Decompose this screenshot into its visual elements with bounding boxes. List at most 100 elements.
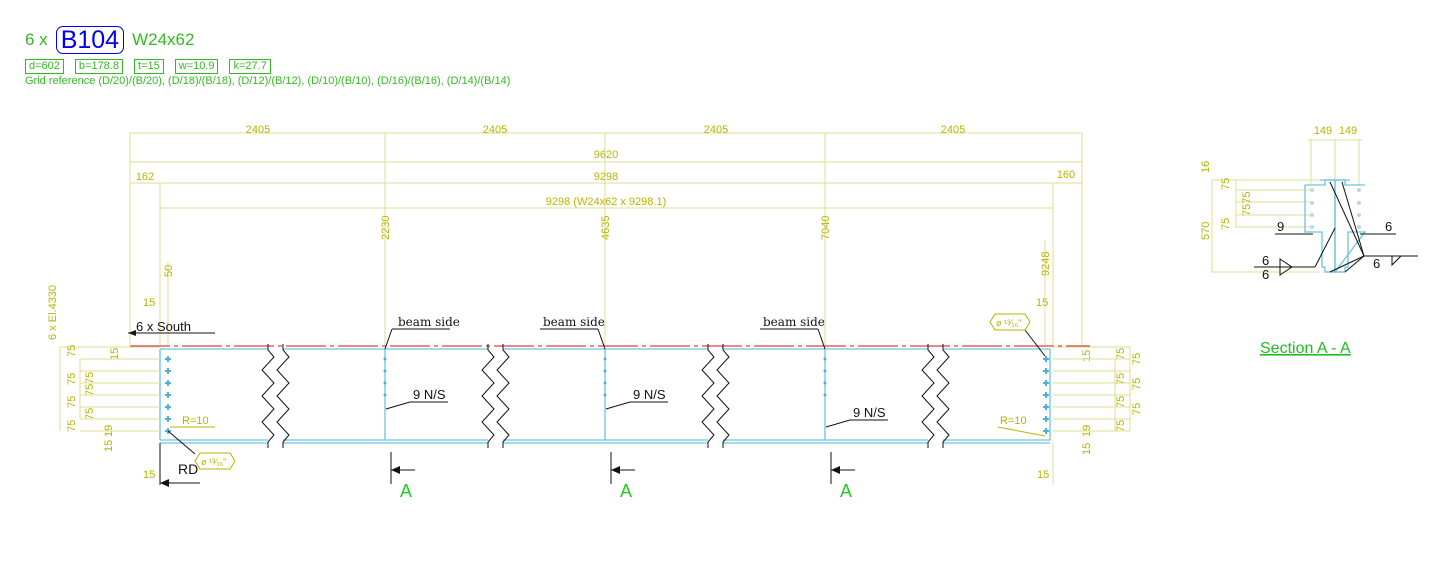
dim-spacing-4: 2405	[941, 124, 965, 136]
dim-overall: 9620	[594, 149, 618, 161]
section-cut-label: A	[840, 481, 852, 501]
dim-pitch: 75	[1131, 403, 1143, 415]
dim-pitch: 75	[84, 408, 96, 420]
stiffener-hole	[823, 393, 827, 397]
bolt-hole	[1043, 404, 1049, 410]
bolt-hole	[1043, 356, 1049, 362]
profile-properties: d=602 b=178.8 t=15 w=10.9 k=27.7	[25, 59, 271, 74]
prop-k: k=27.7	[229, 59, 271, 74]
bolt-hole	[165, 404, 171, 410]
dim-spacing-2: 2405	[483, 124, 507, 136]
profile: W24x62	[132, 30, 195, 49]
bolt-hole	[1043, 416, 1049, 422]
dim-edge-top-left: 15	[143, 297, 155, 309]
section-fillet-top: 6	[1262, 253, 1269, 268]
prop-b: b=178.8	[74, 59, 123, 74]
bolt-hole	[1043, 380, 1049, 386]
dim-edge: 15	[103, 440, 115, 452]
section-width-left: 149	[1314, 125, 1332, 137]
assembly-mark[interactable]: B104	[55, 26, 125, 54]
dim-spacing-1: 2405	[246, 124, 270, 136]
section-fillet-right: 6	[1373, 256, 1380, 271]
section-top: 16	[1200, 161, 1212, 173]
left-bolt-dimensions: 75 75 75 75 75 75 75 15 15 19	[59, 345, 160, 452]
assembly-header: 6 x B104 W24x62	[25, 26, 194, 54]
dim-elevation: 6 x El.4330	[47, 285, 59, 340]
section-pitch: 75	[1220, 218, 1232, 230]
stiffener-hole	[383, 369, 387, 373]
bolt-hole	[1043, 368, 1049, 374]
dim-pitch: 75	[66, 396, 78, 408]
bolt-hole	[1043, 428, 1049, 434]
dim-stiffener-3: 7040	[820, 216, 832, 240]
dim-pitch: 75	[1115, 396, 1127, 408]
beam-side-label: beam side	[543, 315, 605, 329]
prop-w: w=10.9	[174, 59, 219, 74]
dim-top-offset: 50	[163, 265, 175, 277]
stiffener-hole	[603, 393, 607, 397]
prop-d: d=602	[25, 59, 64, 74]
section-weld-left: 9	[1277, 219, 1284, 234]
dim-edge-top-right: 15	[1036, 297, 1048, 309]
bolt-hole	[165, 380, 171, 386]
right-bolt-dimensions: 15 75 75 75 75 75 75 75 19 15	[1053, 346, 1143, 455]
dim-pitch: 75	[1131, 378, 1143, 390]
grid-reference: Grid reference (D/20)/(B/20), (D/18)/(B/…	[25, 75, 511, 87]
break-lines	[261, 344, 950, 448]
section-height: 570	[1200, 222, 1212, 240]
dim-stiffener-2: 4635	[600, 216, 612, 240]
section-title: Section A - A	[1260, 340, 1351, 357]
stiffener-hole	[823, 357, 827, 361]
beam-side-notes: beam side beam side beam side	[384, 315, 826, 350]
stiffener-hole	[603, 369, 607, 373]
hole-tag	[989, 313, 1031, 331]
stiffener-hole	[603, 381, 607, 385]
bolt-hole	[1043, 392, 1049, 398]
dim-stiffener-1: 2230	[380, 216, 392, 240]
bolt-hole	[165, 356, 171, 362]
section-cut-marks[interactable]: A A A	[390, 452, 855, 501]
bolt-holes	[80, 356, 1130, 434]
hole-leader	[167, 430, 196, 455]
stiffener-hole	[383, 393, 387, 397]
stiffener-weld-notes: 9 N/S 9 N/S 9 N/S	[385, 387, 888, 428]
radius-leader	[997, 426, 1046, 437]
dim-end-position: 9248	[1040, 252, 1052, 276]
stiffener-hole	[383, 357, 387, 361]
dim-edge: 15	[1081, 350, 1093, 362]
dim-cut-length: 9298 (W24x62 x 9298.1)	[546, 196, 666, 208]
orientation-label: 6 x South	[136, 319, 191, 334]
dim-left-offset: 162	[136, 171, 154, 183]
section-fillet-bottom: 6	[1262, 267, 1269, 282]
dim-pitch: 75	[1115, 420, 1127, 432]
stiffener-weld-label: 9 N/S	[853, 405, 886, 420]
section-cut-label: A	[620, 481, 632, 501]
section-width-right: 149	[1339, 125, 1357, 137]
dim-pitch: 75	[1115, 348, 1127, 360]
section-a-a: 149 149 16 570 75 7575 75 9 6 6 6 6	[1200, 125, 1418, 282]
section-weld-right: 6	[1385, 219, 1392, 234]
section-pitch: 75	[1220, 178, 1232, 190]
arrow-icon	[160, 479, 169, 487]
dim-pitch: 75	[84, 372, 96, 384]
dim-spacing-3: 2405	[704, 124, 728, 136]
dimension-lines	[129, 132, 1083, 485]
radius-label-left: R=10	[182, 415, 209, 427]
dim-edge: 15	[109, 348, 121, 360]
dim-edge-bottom-right: 15	[1037, 469, 1049, 481]
bolt-hole	[165, 392, 171, 398]
prop-t: t=15	[133, 59, 164, 74]
hole-tag	[194, 452, 236, 470]
beam-side-label: beam side	[763, 315, 825, 329]
dim-edge: 15	[1081, 443, 1093, 455]
dim-beam-length: 9298	[594, 171, 618, 183]
stiffener-weld-label: 9 N/S	[633, 387, 666, 402]
dim-pitch: 75	[66, 345, 78, 357]
stiffener-hole	[823, 381, 827, 385]
stiffener-weld-label: 9 N/S	[413, 387, 446, 402]
section-pitch: 7575	[1241, 192, 1253, 216]
bolt-hole	[165, 368, 171, 374]
radius-label-right: R=10	[1000, 415, 1027, 427]
rd-label: RD	[178, 461, 198, 477]
